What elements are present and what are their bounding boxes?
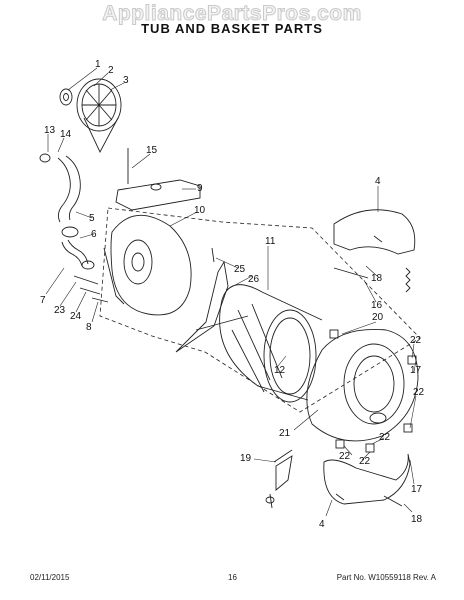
callout-22-d: 22 <box>339 451 351 462</box>
callout-20: 20 <box>372 312 384 323</box>
callout-2: 2 <box>108 65 114 76</box>
callout-12: 12 <box>274 365 286 376</box>
callout-3: 3 <box>123 75 129 86</box>
callout-13: 13 <box>44 125 56 136</box>
callout-1: 1 <box>95 59 101 70</box>
assembly-outline <box>99 207 421 413</box>
hose-assembly <box>39 153 95 270</box>
footer-page-number: 16 <box>228 573 237 582</box>
callout-8: 8 <box>86 322 92 333</box>
callout-22-c: 22 <box>379 432 391 443</box>
callout-18-top: 18 <box>371 273 383 284</box>
callout-14: 14 <box>60 129 72 140</box>
shock-absorber <box>265 449 293 509</box>
callout-6: 6 <box>91 229 97 240</box>
callout-11: 11 <box>265 236 276 247</box>
callout-17-bottom: 17 <box>411 484 423 495</box>
callout-21: 21 <box>279 428 291 439</box>
basket-spider <box>175 247 249 353</box>
callout-22-b: 22 <box>413 387 425 398</box>
callout-4-top: 4 <box>375 176 381 187</box>
wash-basket <box>219 284 323 403</box>
leader-lines <box>45 67 417 517</box>
rear-fasteners <box>73 275 109 303</box>
callout-7: 7 <box>40 295 46 306</box>
callout-22-e: 22 <box>359 456 371 467</box>
front-tub <box>306 329 419 453</box>
footer-part-number: Part No. W10559118 Rev. A <box>336 573 436 582</box>
callout-22-a: 22 <box>410 335 422 346</box>
callout-9: 9 <box>197 183 203 194</box>
callout-23: 23 <box>54 305 66 316</box>
callout-19: 19 <box>240 453 252 464</box>
callout-18-bottom: 18 <box>411 514 423 525</box>
callout-4-bottom: 4 <box>319 519 325 530</box>
bottom-counterweight <box>323 453 411 507</box>
callout-26: 26 <box>248 274 260 285</box>
diagram-title: TUB AND BASKET PARTS <box>141 21 323 36</box>
watermark: AppliancePartsPros.com <box>102 2 362 26</box>
top-counterweight <box>333 209 416 293</box>
callout-labels: 1 2 3 13 14 15 9 5 6 10 7 23 24 8 4 11 2… <box>40 59 425 530</box>
callout-16: 16 <box>371 300 383 311</box>
drive-pulley <box>59 78 122 154</box>
rear-tub <box>103 214 192 316</box>
callout-5: 5 <box>89 213 95 224</box>
callout-25: 25 <box>234 264 246 275</box>
callout-15: 15 <box>146 145 158 156</box>
mounting-bracket <box>115 148 201 211</box>
callout-10: 10 <box>194 205 206 216</box>
footer-date: 02/11/2015 <box>30 573 70 582</box>
callout-24: 24 <box>70 311 82 322</box>
callout-17-top: 17 <box>410 365 422 376</box>
